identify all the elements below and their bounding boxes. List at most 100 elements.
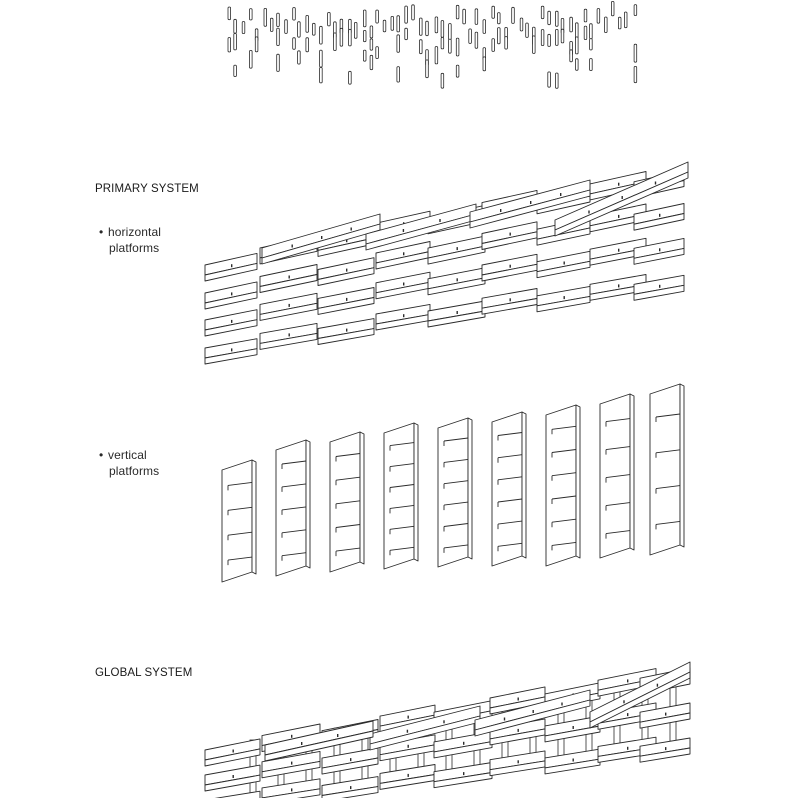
panel-slot [389,442,415,447]
panel-slot [389,484,415,488]
connector-pin [254,36,259,53]
connector-pin [440,37,445,50]
horizontal-platforms-label: •horizontal platforms [99,224,161,256]
connector-pin [440,20,445,38]
slab-hole [291,761,293,765]
horizontal-label-line2: platforms [109,241,160,255]
connector-pin [390,15,394,31]
slab-hole [231,264,233,268]
horizontal-platform-edge [317,267,375,286]
slab-hole [403,282,405,286]
panel-slot [227,531,253,536]
slab-hole [654,181,657,185]
slab-hole [291,244,293,248]
slab-hole [463,741,465,745]
connector-pin [233,64,237,77]
global-slab-edge [261,760,321,779]
panel-slot [551,495,577,500]
slab-hole [517,697,519,701]
panel-slot [443,458,469,463]
vertical-platform [329,431,361,573]
horizontal-platform-edge [427,245,486,265]
slab-hole [659,284,661,288]
connector-pin [497,27,501,45]
panel-slot [655,449,681,454]
slab-hole [301,742,303,745]
connector-pin [474,31,479,49]
vertical-platforms-label: •vertical platforms [99,447,159,479]
panel-slot [497,454,523,459]
panel-slot [227,481,253,486]
global-slab-edge [204,748,261,767]
connector-pin [425,59,429,79]
connector-pin [589,58,593,72]
connector-pin [583,8,588,23]
slab-hole [618,214,620,218]
panel-slot [497,520,523,525]
connector-pin [319,67,323,84]
panel-slot [605,446,631,451]
connector-pin [233,33,237,51]
connector-pin [312,22,316,36]
connector-pin [292,7,296,21]
global-slab-edge [321,757,379,775]
vertical-platform-edge [629,393,635,551]
connector-pin [569,16,573,33]
connector-pin [519,17,524,32]
slab-hole [656,683,659,687]
slab-hole [627,679,629,683]
horizontal-label-line1: horizontal [108,225,162,239]
connector-pin [382,19,387,33]
slab-hole [532,710,534,713]
connector-pin [297,21,301,38]
connector-pin [448,38,452,54]
connector-pin [504,36,508,50]
connector-pin [276,12,280,28]
vertical-platform [437,417,469,568]
connector-pin [425,20,429,37]
connector-pin [569,49,573,63]
horizontal-platform-edge [469,189,591,229]
slab-hole [321,236,323,239]
slab-hole [407,773,409,777]
connector-pin [589,38,593,51]
connector-pin [305,37,309,53]
connector-pin [276,27,280,47]
panel-slot [389,463,415,468]
panel-slot [335,453,361,457]
global-slab-edge [433,772,493,789]
slab-hole [291,788,293,792]
panel-slot [605,418,631,423]
slab-hole [403,314,405,318]
connector-pin [547,71,551,88]
slab-hole [288,303,290,307]
vertical-platform-edge [575,404,581,559]
slab-hole [665,712,667,716]
panel-slot [443,501,469,506]
panel-slot [281,460,307,465]
panel-slot [443,437,469,442]
connector-pin [540,29,545,47]
horizontal-platform-edge [259,332,318,350]
global-slab-edge [544,758,601,775]
panel-slot [443,523,469,527]
connector-pin [292,37,296,50]
connector-pin [305,14,309,33]
panel-slot [605,502,631,507]
slab-hole [588,210,590,214]
slab-hole [402,229,405,232]
panel-slot [497,432,523,436]
vertical-platform [491,411,523,567]
slab-hole [288,333,290,337]
panel-slot [497,476,523,481]
connector-pin [404,27,408,41]
connector-pin [319,25,323,45]
slab-hole [456,247,458,251]
horizontal-platform-edge [633,213,685,231]
panel-slot [497,542,523,547]
connector-pin [583,25,588,41]
slab-hole [627,746,629,750]
connector-pin [497,12,501,25]
connector-pin [482,56,486,72]
